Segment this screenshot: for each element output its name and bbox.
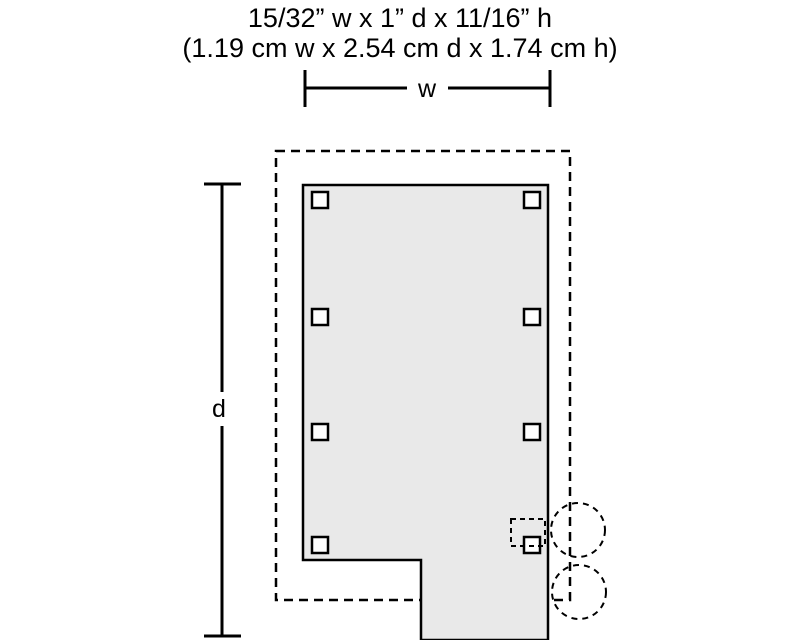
metric-dimensions-title: (1.19 cm w x 2.54 cm d x 1.74 cm h): [182, 33, 618, 63]
detail-circle-top: [550, 502, 606, 558]
peg-bottom-left: [310, 535, 330, 555]
depth-dimension-line: [204, 182, 241, 638]
imperial-dimensions-title: 15/32” w x 1” d x 11/16” h: [247, 3, 553, 33]
peg-mid-lower-right: [522, 422, 542, 442]
peg-mid-upper-right: [522, 307, 542, 327]
peg-mid-upper-left: [310, 307, 330, 327]
footprint-shape: [301, 183, 550, 640]
detail-dashed-square: [510, 518, 546, 547]
peg-top-left: [310, 190, 330, 210]
depth-label: d: [212, 395, 226, 423]
peg-top-right: [522, 190, 542, 210]
peg-column-left: [310, 190, 330, 555]
width-label: w: [417, 75, 437, 103]
peg-mid-lower-left: [310, 422, 330, 442]
detail-circle-bottom: [551, 564, 607, 620]
width-dimension-line: [303, 70, 552, 107]
